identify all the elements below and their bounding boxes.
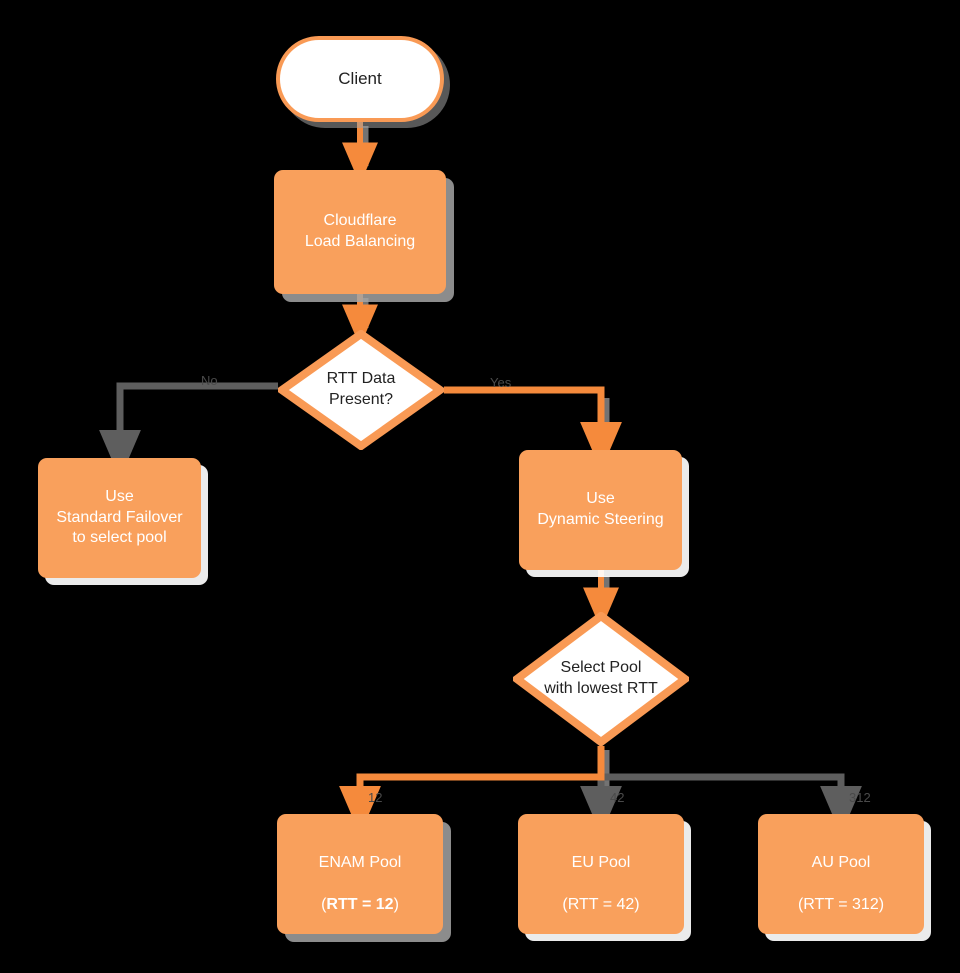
node-dynamic-steering-label: Use Dynamic Steering	[537, 490, 664, 528]
edge-select-pool-to-enam	[339, 746, 605, 835]
node-enam-pool-rtt-close: )	[393, 895, 399, 913]
node-standard-failover-label: Use Standard Failover to select pool	[56, 487, 183, 547]
node-enam-pool[interactable]: ENAM Pool (RTT = 12)	[277, 814, 443, 934]
node-au-pool[interactable]: AU Pool (RTT = 312)	[758, 814, 924, 934]
node-standard-failover[interactable]: Use Standard Failover to select pool	[38, 458, 201, 578]
edge-label-au-rtt: 312	[849, 790, 871, 805]
node-eu-pool-rtt: (RTT = 42)	[562, 895, 640, 913]
node-client-label: Client	[338, 68, 382, 88]
node-au-pool-title: AU Pool	[811, 854, 871, 872]
edge-rtt-to-standard-failover	[99, 382, 278, 479]
edge-rtt-to-dynamic-steering	[444, 386, 622, 471]
node-enam-pool-rtt-value: RTT = 12	[326, 895, 394, 913]
node-rtt-data-present-label: RTT Data Present?	[326, 370, 396, 408]
edge-label-yes: Yes	[490, 375, 512, 390]
node-au-pool-label: AU Pool (RTT = 312)	[798, 832, 884, 915]
node-client[interactable]: Client	[276, 36, 444, 122]
node-dynamic-steering[interactable]: Use Dynamic Steering	[519, 450, 682, 570]
edge-label-enam-rtt: 12	[368, 790, 383, 805]
node-enam-pool-label: ENAM Pool (RTT = 12)	[319, 832, 402, 915]
node-rtt-data-present[interactable]: RTT Data Present?	[278, 330, 444, 450]
diamond-shape-icon	[278, 330, 444, 450]
diamond-shape-icon	[513, 612, 689, 746]
node-au-pool-rtt: (RTT = 312)	[797, 895, 885, 913]
node-select-pool-lowest-rtt[interactable]: Select Pool with lowest RTT	[513, 612, 689, 746]
node-eu-pool-label: EU Pool (RTT = 42)	[562, 832, 639, 915]
node-enam-pool-title: ENAM Pool	[318, 854, 402, 872]
node-enam-pool-rtt-open: (	[321, 895, 327, 913]
edge-label-eu-rtt: 42	[610, 790, 625, 805]
node-cloudflare-load-balancing-label: Cloudflare Load Balancing	[304, 212, 416, 250]
node-cloudflare-load-balancing[interactable]: Cloudflare Load Balancing	[274, 170, 446, 294]
edge-select-pool-to-au	[601, 773, 862, 835]
edge-label-no: No	[201, 373, 218, 388]
node-eu-pool[interactable]: EU Pool (RTT = 42)	[518, 814, 684, 934]
node-select-pool-lowest-rtt-label: Select Pool with lowest RTT	[544, 659, 658, 697]
node-eu-pool-title: EU Pool	[571, 854, 631, 872]
